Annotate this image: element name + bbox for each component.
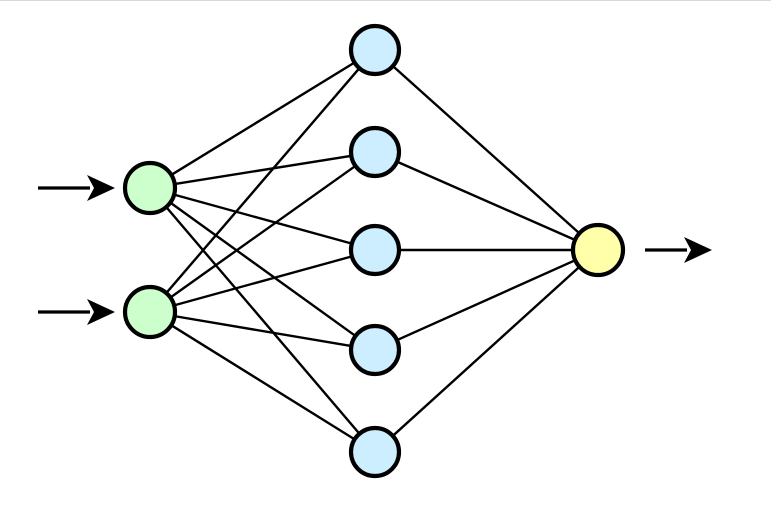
io-arrow-group — [38, 175, 712, 325]
out-arrow-1-head — [684, 237, 712, 263]
edge-i2-h1 — [164, 66, 362, 295]
edge-i1-h5 — [164, 205, 362, 436]
node-input-2[interactable] — [122, 284, 178, 340]
node-hidden-1[interactable] — [348, 23, 402, 77]
edge-i2-h4 — [172, 314, 354, 348]
node-hidden-5[interactable] — [348, 425, 402, 479]
edge-i1-h3 — [171, 193, 355, 246]
edge-i1-h4 — [168, 200, 358, 338]
edge-h2-o1 — [394, 160, 578, 242]
in-arrow-1-head — [87, 175, 115, 201]
edge-h4-o1 — [394, 258, 578, 342]
node-hidden-2[interactable] — [348, 125, 402, 179]
edge-h1-o1 — [390, 64, 582, 236]
edge-i1-h1 — [169, 60, 357, 177]
node-hidden-4[interactable] — [348, 323, 402, 377]
edge-i1-h2 — [172, 154, 354, 186]
node-hidden-3[interactable] — [348, 223, 402, 277]
node-input-1[interactable] — [122, 160, 178, 216]
edge-i2-h5 — [169, 323, 357, 442]
edge-i2-h3 — [171, 254, 355, 307]
edge-i2-h2 — [168, 164, 358, 300]
node-group — [122, 23, 626, 479]
node-output-1[interactable] — [570, 222, 626, 278]
edge-group — [164, 60, 582, 442]
in-arrow-2-head — [87, 299, 115, 325]
edge-h5-o1 — [390, 264, 582, 438]
top-divider-rule — [0, 0, 771, 1]
